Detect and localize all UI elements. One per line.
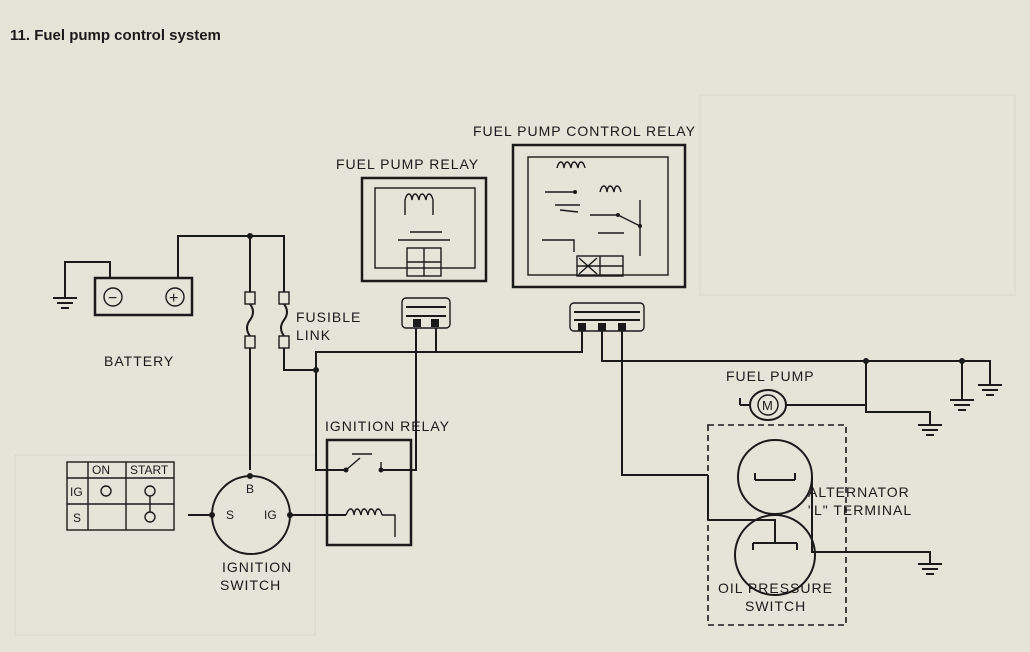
battery-positive-terminal [165, 287, 185, 307]
table-header-on: ON [92, 463, 110, 477]
ignition-switch-label-line1: IGNITION [222, 559, 292, 575]
wire-control-relay-to-senders [621, 331, 708, 476]
wire-pump-ground [865, 405, 931, 425]
battery-label: BATTERY [104, 353, 174, 369]
table-row-s: S [73, 511, 81, 525]
switch-terminal-s: S [226, 508, 234, 522]
ground-icon [918, 424, 942, 436]
ignition-switch-label-line2: SWITCH [220, 577, 281, 593]
oil-pressure-label-line1: OIL PRESSURE [718, 580, 833, 596]
ignition-relay-coil [345, 508, 383, 516]
fusible-link-assembly [244, 233, 290, 349]
fuel-pump-relay-coil [404, 193, 434, 201]
battery-positive-wire [177, 235, 250, 278]
battery: − + BATTERY [93, 276, 194, 369]
ground-icon [918, 563, 942, 575]
fuel-pump-motor: M [739, 389, 866, 421]
background-bleed-through [14, 94, 1016, 636]
fuel-pump-control-relay-label: FUEL PUMP CONTROL RELAY [473, 123, 696, 139]
wire-relay-bus [416, 331, 583, 353]
oil-pressure-label-line2: SWITCH [745, 598, 806, 614]
alternator-label-line1: ALTERNATOR [808, 484, 910, 500]
page-title: 11. Fuel pump control system [10, 27, 221, 44]
switch-terminal-b: B [246, 482, 254, 496]
oil-pressure-switch [708, 514, 816, 596]
fusible-link-label-line2: LINK [296, 327, 331, 343]
ignition-relay-label: IGNITION RELAY [325, 418, 450, 434]
fuel-pump-relay-label: FUEL PUMP RELAY [336, 156, 479, 172]
wire-to-ignition-relay [315, 370, 346, 471]
wire-control-relay-to-pump [601, 331, 866, 362]
table-header-start: START [130, 463, 169, 477]
switch-terminal-ig: IG [264, 508, 277, 522]
control-relay-coil-2 [599, 185, 622, 193]
battery-negative-symbol: − [108, 290, 117, 307]
switch-position-table: ON START IG S [66, 461, 175, 531]
table-row-ig: IG [70, 485, 83, 499]
wire-ignition-relay-out [381, 352, 417, 471]
ignition-switch: B S IG [209, 473, 293, 555]
fuel-pump-control-relay [511, 143, 687, 289]
fusible-link-label-line1: FUSIBLE [296, 309, 361, 325]
fuel-pump-control-relay-connector [569, 302, 645, 332]
battery-body [93, 276, 194, 317]
fuel-pump-label: FUEL PUMP [726, 368, 815, 384]
battery-positive-symbol: + [169, 290, 178, 307]
alternator-label-line2: "L" TERMINAL [808, 502, 912, 518]
battery-negative-terminal [103, 287, 123, 307]
sender-dashed-enclosure [707, 424, 847, 626]
ignition-relay [325, 438, 413, 547]
battery-ground-wire [64, 261, 111, 298]
ground-icon [53, 297, 77, 309]
control-relay-coil-1 [556, 161, 586, 169]
ground-icon [950, 399, 974, 411]
fuel-pump-relay-connector [401, 297, 451, 352]
wire-fusible-to-relays [283, 348, 416, 371]
ground-icon [978, 384, 1002, 396]
pump-motor-symbol: M [762, 398, 773, 413]
fuel-pump-relay [360, 176, 488, 283]
wire-ground-bus [866, 360, 991, 385]
